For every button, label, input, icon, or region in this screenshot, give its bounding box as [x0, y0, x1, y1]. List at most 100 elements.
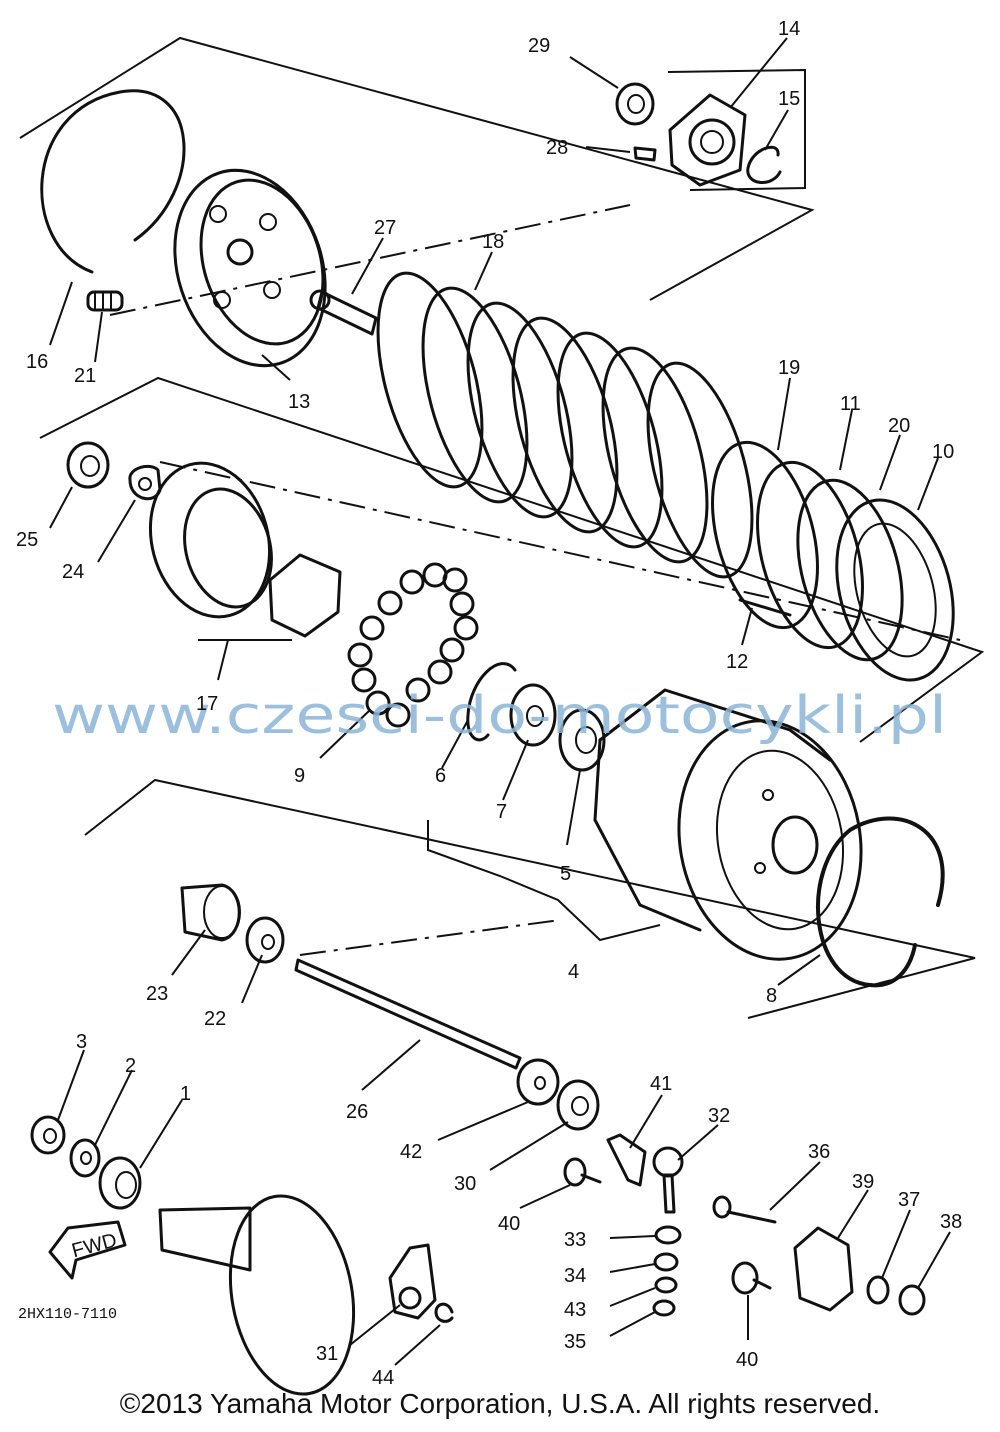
clutch-plate-10 [835, 498, 955, 682]
callout-37: 37 [898, 1189, 920, 1211]
watermark: www.czesci-do-motocykli.pl [52, 686, 947, 746]
frame-top [19, 36, 815, 301]
washer-43 [654, 1276, 678, 1294]
nut-25 [66, 441, 110, 489]
screw-40-upper [563, 1157, 602, 1187]
callout-33: 33 [564, 1229, 586, 1251]
callout-40-lower: 40 [736, 1349, 758, 1371]
large-circlip-16 [40, 89, 186, 274]
callout-31: 31 [316, 1343, 338, 1365]
fwd-arrow-icon: FWD [48, 1220, 127, 1280]
friction-plate-11 [756, 460, 864, 650]
callout-9: 9 [294, 765, 305, 787]
callout-23: 23 [146, 983, 168, 1005]
callout-40-upper: 40 [498, 1213, 520, 1235]
callout-13: 13 [288, 391, 310, 413]
callout-16: 16 [26, 351, 48, 373]
axis-mid [159, 461, 961, 641]
nut-34 [653, 1252, 679, 1272]
callout-43: 43 [564, 1299, 586, 1321]
frame-bearing-cover-b [689, 82, 806, 191]
balls-9 [347, 562, 479, 728]
frame-bearing-cover [667, 68, 806, 82]
callout-34: 34 [564, 1265, 586, 1287]
pressure-plate-13 [173, 168, 327, 368]
callout-8: 8 [766, 985, 777, 1007]
bolt-36 [712, 1195, 777, 1224]
clutch-boss-17 [148, 461, 342, 638]
push-rod-26 [294, 958, 522, 1070]
push-lever-shaft [158, 1194, 356, 1396]
cushion-plate-19 [711, 440, 819, 630]
callout-19: 19 [778, 357, 800, 379]
callout-10: 10 [932, 441, 954, 463]
push-rod-end-23 [180, 883, 241, 942]
screw-40-lower [731, 1261, 772, 1295]
callout-38: 38 [940, 1211, 962, 1233]
o-ring-8 [815, 816, 945, 988]
callout-4: 4 [568, 961, 579, 983]
spring-21 [86, 290, 124, 312]
callout-1: 1 [180, 1083, 191, 1105]
callout-25: 25 [16, 529, 38, 551]
lock-washer-24 [128, 464, 162, 501]
callout-11: 11 [840, 393, 861, 415]
callout-26: 26 [346, 1101, 368, 1123]
callout-12: 12 [726, 651, 748, 673]
frame-clutch-plates [39, 376, 985, 743]
callout-7: 7 [496, 801, 507, 823]
bearing-holder-14 [668, 93, 747, 187]
callout-20: 20 [888, 415, 910, 437]
friction-plates-18 [376, 271, 754, 579]
callout-5: 5 [560, 863, 571, 885]
washer-37 [866, 1275, 890, 1305]
leader-lines [49, 37, 951, 1366]
callout-14: 14 [778, 18, 800, 40]
thrust-washer-7 [509, 683, 557, 747]
callout-6: 6 [435, 765, 446, 787]
frame-shaft [84, 778, 976, 1019]
callout-36: 36 [808, 1141, 830, 1163]
callout-24: 24 [62, 561, 84, 583]
bearing-30 [556, 1079, 600, 1131]
nut-3 [30, 1115, 66, 1155]
callout-41: 41 [650, 1073, 672, 1095]
callout-17: 17 [196, 693, 218, 715]
screw-28 [633, 146, 657, 162]
callout-21: 21 [74, 365, 96, 387]
washer-42 [516, 1058, 560, 1106]
circlip-6 [466, 662, 517, 742]
callout-18: 18 [482, 231, 504, 253]
callout-15: 15 [778, 88, 800, 110]
callout-44: 44 [372, 1367, 394, 1389]
washer-22 [245, 916, 285, 964]
callout-28: 28 [546, 137, 568, 159]
lever-41 [606, 1133, 647, 1187]
bracket-39 [793, 1226, 854, 1312]
washer-35 [652, 1299, 676, 1317]
push-lever-31 [388, 1243, 437, 1320]
adjuster-32 [652, 1146, 684, 1214]
circlip-44 [434, 1302, 454, 1323]
fwd-label: FWD [70, 1229, 120, 1262]
washer-33 [654, 1225, 682, 1245]
circlip-15 [746, 145, 782, 184]
bolt-12 [738, 598, 792, 617]
callout-29: 29 [528, 35, 550, 57]
callout-35: 35 [564, 1331, 586, 1353]
spacer-5 [558, 708, 606, 772]
callout-30: 30 [454, 1173, 476, 1195]
copyright-notice: ©2013 Yamaha Motor Corporation, U.S.A. A… [119, 1388, 881, 1419]
callout-22: 22 [204, 1008, 226, 1030]
callout-42: 42 [400, 1141, 422, 1163]
callout-39: 39 [852, 1171, 874, 1193]
callout-2: 2 [125, 1055, 136, 1077]
clutch-plate-20 [796, 478, 904, 662]
nut-38 [898, 1284, 926, 1316]
bearing-29 [615, 82, 655, 126]
callout-32: 32 [708, 1105, 730, 1127]
callout-3: 3 [76, 1031, 87, 1053]
callout-27: 27 [374, 217, 396, 239]
gear-1 [98, 1156, 142, 1210]
